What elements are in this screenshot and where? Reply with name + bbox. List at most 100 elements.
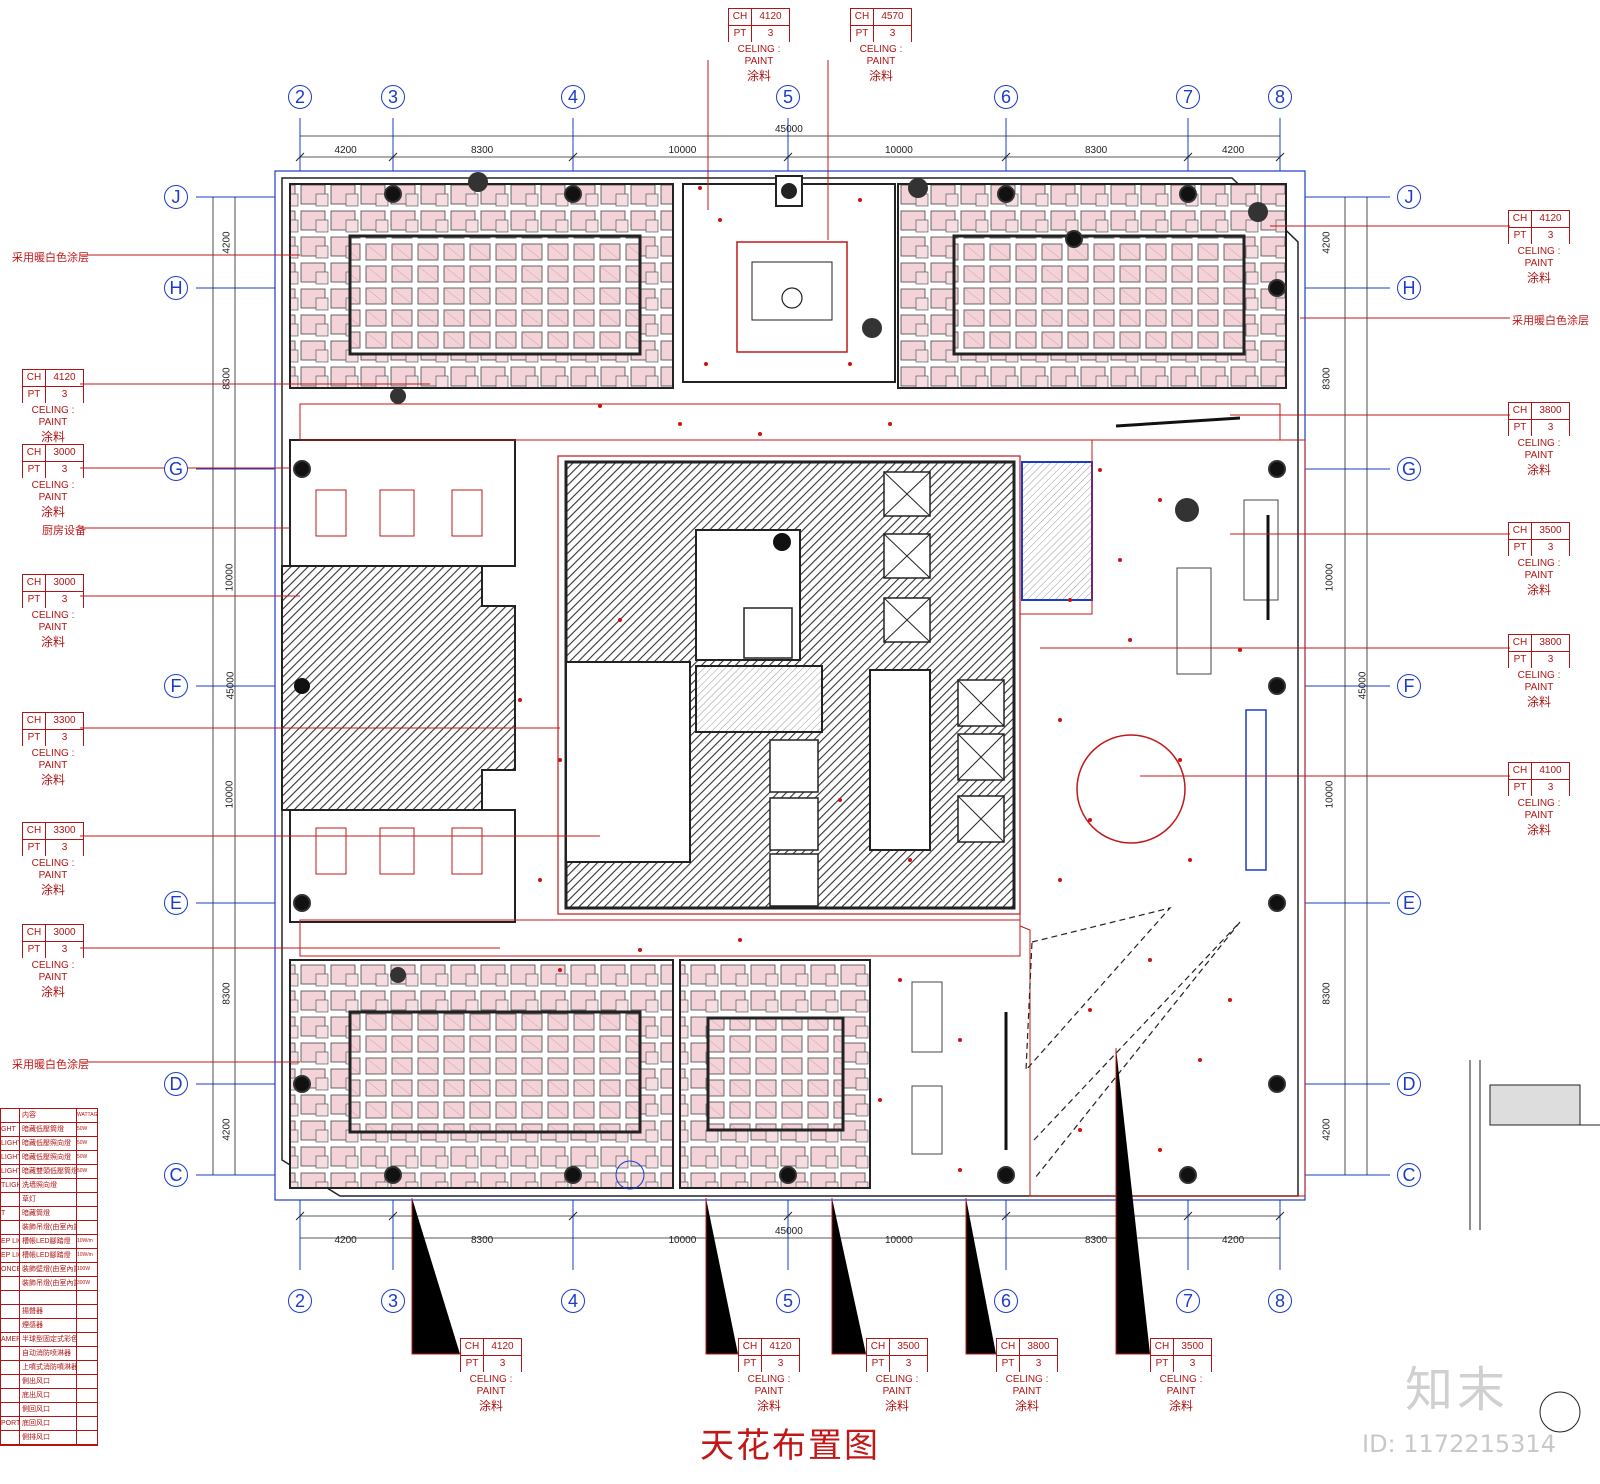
legend-desc: 側出风口 bbox=[22, 1378, 50, 1385]
tag-pt-value: 3 bbox=[1547, 782, 1554, 793]
legend-wattage bbox=[76, 1291, 97, 1304]
grid-bubble-row-left: C bbox=[164, 1163, 188, 1187]
tag-pt-value: 3 bbox=[61, 389, 68, 400]
tag-pt-label: PT bbox=[867, 1356, 890, 1372]
note-warm-white-2: 采用暖白色涂层 bbox=[1512, 315, 1589, 327]
legend-wattage bbox=[76, 1333, 97, 1346]
tag-note-cn: 涂料 bbox=[1014, 1399, 1039, 1413]
tag-pt-label: PT bbox=[851, 26, 874, 42]
tag-note-cn: 涂料 bbox=[40, 505, 65, 519]
legend-row: 上噴式消防噴淋器 bbox=[1, 1361, 97, 1375]
legend-desc: 槽帳LED腳踏燈 bbox=[22, 1252, 71, 1259]
tag-pt-value: 3 bbox=[1189, 1358, 1196, 1369]
tag-ch-value: 4120 bbox=[1539, 213, 1562, 224]
legend-desc: 側回风口 bbox=[22, 1406, 50, 1413]
legend-wattage: 300W bbox=[76, 1277, 97, 1290]
tag-note: CELING : PAINT bbox=[31, 480, 75, 503]
dimension-span-label: 10000 bbox=[224, 780, 236, 808]
legend-code bbox=[1, 1221, 20, 1234]
legend-desc: 暗藏低壓筒燈 bbox=[22, 1126, 64, 1133]
dim-right-total: 45000 bbox=[1357, 671, 1369, 700]
tag-pt-label: PT bbox=[23, 840, 46, 856]
tag-ch-label: CH bbox=[23, 575, 46, 591]
tag-note-cn: 涂料 bbox=[478, 1399, 503, 1413]
tag-note-cn: 涂料 bbox=[1526, 271, 1551, 285]
legend-row: 草灯 bbox=[1, 1193, 97, 1207]
tag-ch-value: 3800 bbox=[1539, 637, 1562, 648]
brand-logo: 知末 bbox=[1405, 1362, 1510, 1418]
legend-row bbox=[1, 1291, 97, 1305]
dimension-span-label: 4200 bbox=[1321, 230, 1333, 254]
dimension-span-label: 8300 bbox=[1085, 145, 1108, 156]
tag-note-cn: 涂料 bbox=[746, 69, 771, 83]
tag-ch-value: 3500 bbox=[1181, 1341, 1204, 1352]
legend-desc: 側排风口 bbox=[22, 1434, 50, 1441]
tag-ch-label: CH bbox=[23, 445, 46, 461]
tag-note-cn: 涂料 bbox=[1526, 463, 1551, 477]
tag-pt-value: 3 bbox=[61, 842, 68, 853]
grid-bubble-col-top: 4 bbox=[561, 85, 585, 109]
tag-ch-label: CH bbox=[1509, 635, 1532, 651]
legend-desc: 裝飾壁燈(由室內設計師提供) bbox=[22, 1266, 76, 1273]
tag-ch-label: CH bbox=[23, 925, 46, 941]
legend-code bbox=[1, 1361, 20, 1374]
grid-bubble-row-right: E bbox=[1397, 891, 1421, 915]
tag-pt-value: 3 bbox=[1547, 230, 1554, 241]
tag-pt-value: 3 bbox=[61, 944, 68, 955]
legend-row: 底出风口 bbox=[1, 1389, 97, 1403]
grid-bubble-row-left: F bbox=[164, 674, 188, 698]
legend-code bbox=[1, 1375, 20, 1388]
dim-left-total: 45000 bbox=[225, 671, 237, 700]
drawing-title: 天花布置图 bbox=[700, 1426, 880, 1466]
legend-code: LIGHT bbox=[1, 1165, 20, 1178]
grid-bubble-row-right: G bbox=[1397, 457, 1421, 481]
legend-wattage bbox=[76, 1375, 97, 1388]
legend-desc: 底回风口 bbox=[22, 1420, 50, 1427]
dimension-span-label: 10000 bbox=[224, 563, 236, 591]
grid-bubble-col-top: 6 bbox=[994, 85, 1018, 109]
dimension-span-label: 8300 bbox=[471, 145, 494, 156]
legend-desc: 揚聲器 bbox=[22, 1308, 43, 1315]
dimension-span-label: 4200 bbox=[221, 1117, 233, 1141]
legend-desc: 草灯 bbox=[22, 1196, 36, 1203]
legend-wattage: 100W bbox=[76, 1263, 97, 1276]
legend-code: LIGHT bbox=[1, 1151, 20, 1164]
tag-note: CELING : PAINT bbox=[31, 858, 75, 881]
tag-pt-value: 3 bbox=[61, 732, 68, 743]
tag-pt-label: PT bbox=[739, 1356, 762, 1372]
tag-note: CELING : PAINT bbox=[1005, 1374, 1049, 1397]
legend-wattage: 10W/m bbox=[76, 1235, 97, 1248]
note-warm-white-3: 采用暖白色涂层 bbox=[12, 1059, 89, 1071]
grid-bubble-col-top: 2 bbox=[288, 85, 312, 109]
grid-bubble-col-bottom: 7 bbox=[1176, 1289, 1200, 1313]
tag-ch-value: 4100 bbox=[1539, 765, 1562, 776]
grid-bubble-col-bottom: 8 bbox=[1268, 1289, 1292, 1313]
grid-bubble-col-top: 5 bbox=[776, 85, 800, 109]
legend-wattage: 50W bbox=[76, 1151, 97, 1164]
legend-row: 裝飾吊燈(由室內設計師提供) bbox=[1, 1221, 97, 1235]
legend-desc: 自动消防喷淋器 bbox=[22, 1350, 71, 1357]
dimension-span-label: 8300 bbox=[221, 981, 233, 1005]
tag-ch-value: 3300 bbox=[53, 715, 76, 726]
tag-note-cn: 涂料 bbox=[40, 773, 65, 787]
tag-ch-value: 4120 bbox=[491, 1341, 514, 1352]
tag-pt-label: PT bbox=[23, 942, 46, 958]
tag-ch-label: CH bbox=[997, 1339, 1020, 1355]
tag-note-cn: 涂料 bbox=[868, 69, 893, 83]
tag-ch-label: CH bbox=[1509, 763, 1532, 779]
tag-pt-value: 3 bbox=[767, 28, 774, 39]
grid-bubble-col-bottom: 3 bbox=[381, 1289, 405, 1313]
tag-note-cn: 涂料 bbox=[1526, 695, 1551, 709]
grid-bubble-row-right: F bbox=[1397, 674, 1421, 698]
dimension-span-label: 10000 bbox=[1324, 780, 1336, 808]
